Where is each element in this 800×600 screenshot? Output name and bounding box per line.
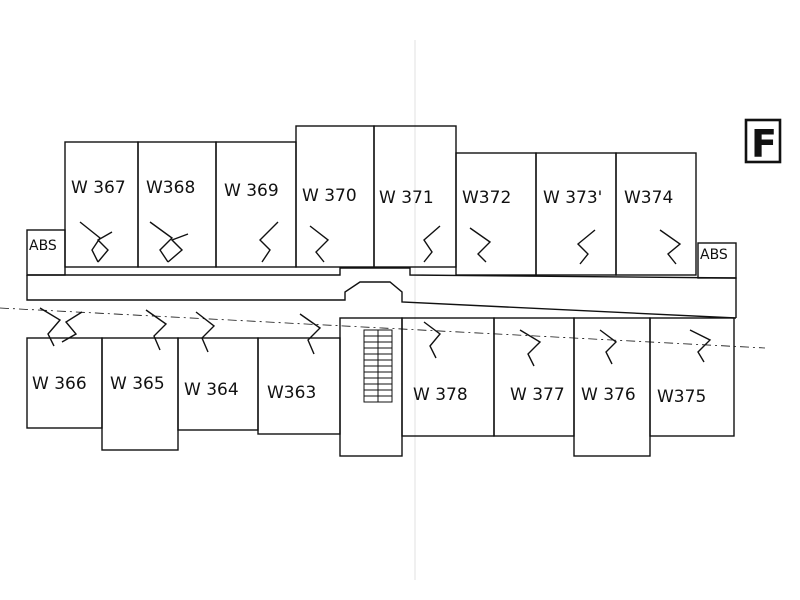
room-label: W 371 xyxy=(379,188,434,208)
stair-block xyxy=(339,317,403,457)
room-label: W 366 xyxy=(32,374,87,394)
room-label: W372 xyxy=(462,188,511,208)
abs-label: ABS xyxy=(29,238,57,254)
room-w378 xyxy=(401,317,495,437)
room-w369 xyxy=(215,141,297,268)
wing-badge xyxy=(744,118,782,164)
abs-label: ABS xyxy=(700,247,728,263)
wing-letter: F xyxy=(751,122,777,166)
room-label: W363 xyxy=(267,383,316,403)
room-label: W374 xyxy=(624,188,673,208)
room-w367 xyxy=(64,141,139,268)
room-label: W 365 xyxy=(110,374,165,394)
room-label: W 364 xyxy=(184,380,239,400)
axis-line xyxy=(0,307,766,349)
south-door-vestibules xyxy=(39,307,712,367)
room-label: W 373' xyxy=(543,188,602,208)
room-label: W 376 xyxy=(581,385,636,405)
room-w375 xyxy=(649,317,735,437)
room-w374 xyxy=(615,152,697,276)
room-w365 xyxy=(101,337,179,451)
room-w372 xyxy=(455,152,537,276)
room-label: W 369 xyxy=(224,181,279,201)
room-w373 xyxy=(535,152,617,276)
room-label: W 378 xyxy=(413,385,468,405)
north-door-vestibules xyxy=(79,221,682,265)
stair-treads xyxy=(364,330,392,402)
room-label: W 377 xyxy=(510,385,565,405)
corridor-south-wall xyxy=(26,275,737,319)
room-label: W368 xyxy=(146,178,195,198)
room-label: W 367 xyxy=(71,178,126,198)
room-w368 xyxy=(137,141,217,268)
corridor-north-wall xyxy=(27,267,737,318)
room-label: W 370 xyxy=(302,186,357,206)
room-label: W375 xyxy=(657,387,706,407)
